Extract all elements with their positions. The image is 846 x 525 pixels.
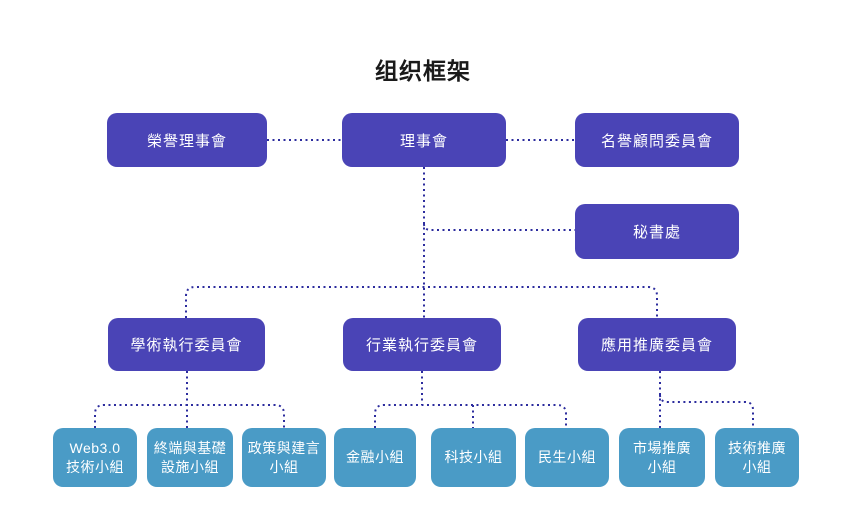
node-promotion-committee: 應用推廣委員會 xyxy=(578,318,736,371)
node-technology-group: 科技小組 xyxy=(431,428,516,487)
node-label: 政策與建言 小組 xyxy=(247,439,321,475)
node-label: 金融小組 xyxy=(346,449,404,465)
node-livelihood-group: 民生小組 xyxy=(525,428,609,487)
node-label: 榮譽理事會 xyxy=(146,132,227,150)
node-label: 行業執行委員會 xyxy=(365,337,478,354)
node-marketing-group: 市場推廣 小組 xyxy=(619,428,705,487)
node-label: 民生小組 xyxy=(538,449,596,465)
node-label: 市場推廣 小組 xyxy=(633,439,691,475)
node-policy-advice-group: 政策與建言 小組 xyxy=(242,428,326,487)
connector-promotion-branch xyxy=(659,394,754,428)
node-terminal-infrastructure-group: 終端與基礎 設施小組 xyxy=(147,428,233,487)
connector-industry-fork xyxy=(374,404,567,428)
node-label: 技術推廣 小組 xyxy=(728,439,786,475)
node-label: 學術執行委員會 xyxy=(130,337,243,354)
node-honorary-council: 榮譽理事會 xyxy=(107,113,267,167)
node-label: 理事會 xyxy=(399,132,448,150)
node-label: Web3.0 技術小組 xyxy=(66,439,124,475)
node-finance-group: 金融小組 xyxy=(334,428,416,487)
node-industry-committee: 行業執行委員會 xyxy=(343,318,501,371)
node-board-of-directors: 理事會 xyxy=(342,113,506,167)
node-label: 應用推廣委員會 xyxy=(600,337,713,354)
node-academic-committee: 學術執行委員會 xyxy=(108,318,265,371)
node-web3-tech-group: Web3.0 技術小組 xyxy=(53,428,137,487)
node-label: 科技小組 xyxy=(444,449,503,465)
connector-committees-tee xyxy=(185,286,658,318)
connector-academic-fork xyxy=(94,404,285,428)
page-title: 组织框架 xyxy=(375,58,471,84)
node-label: 名譽顧問委員會 xyxy=(600,132,713,150)
node-label: 終端與基礎 設施小組 xyxy=(153,439,227,475)
node-advisory-committee: 名譽顧問委員會 xyxy=(575,113,739,167)
node-label: 秘書處 xyxy=(632,224,681,241)
node-tech-promotion-group: 技術推廣 小組 xyxy=(715,428,799,487)
connector-board-to-secretariat xyxy=(423,223,575,231)
node-secretariat: 秘書處 xyxy=(575,204,739,259)
